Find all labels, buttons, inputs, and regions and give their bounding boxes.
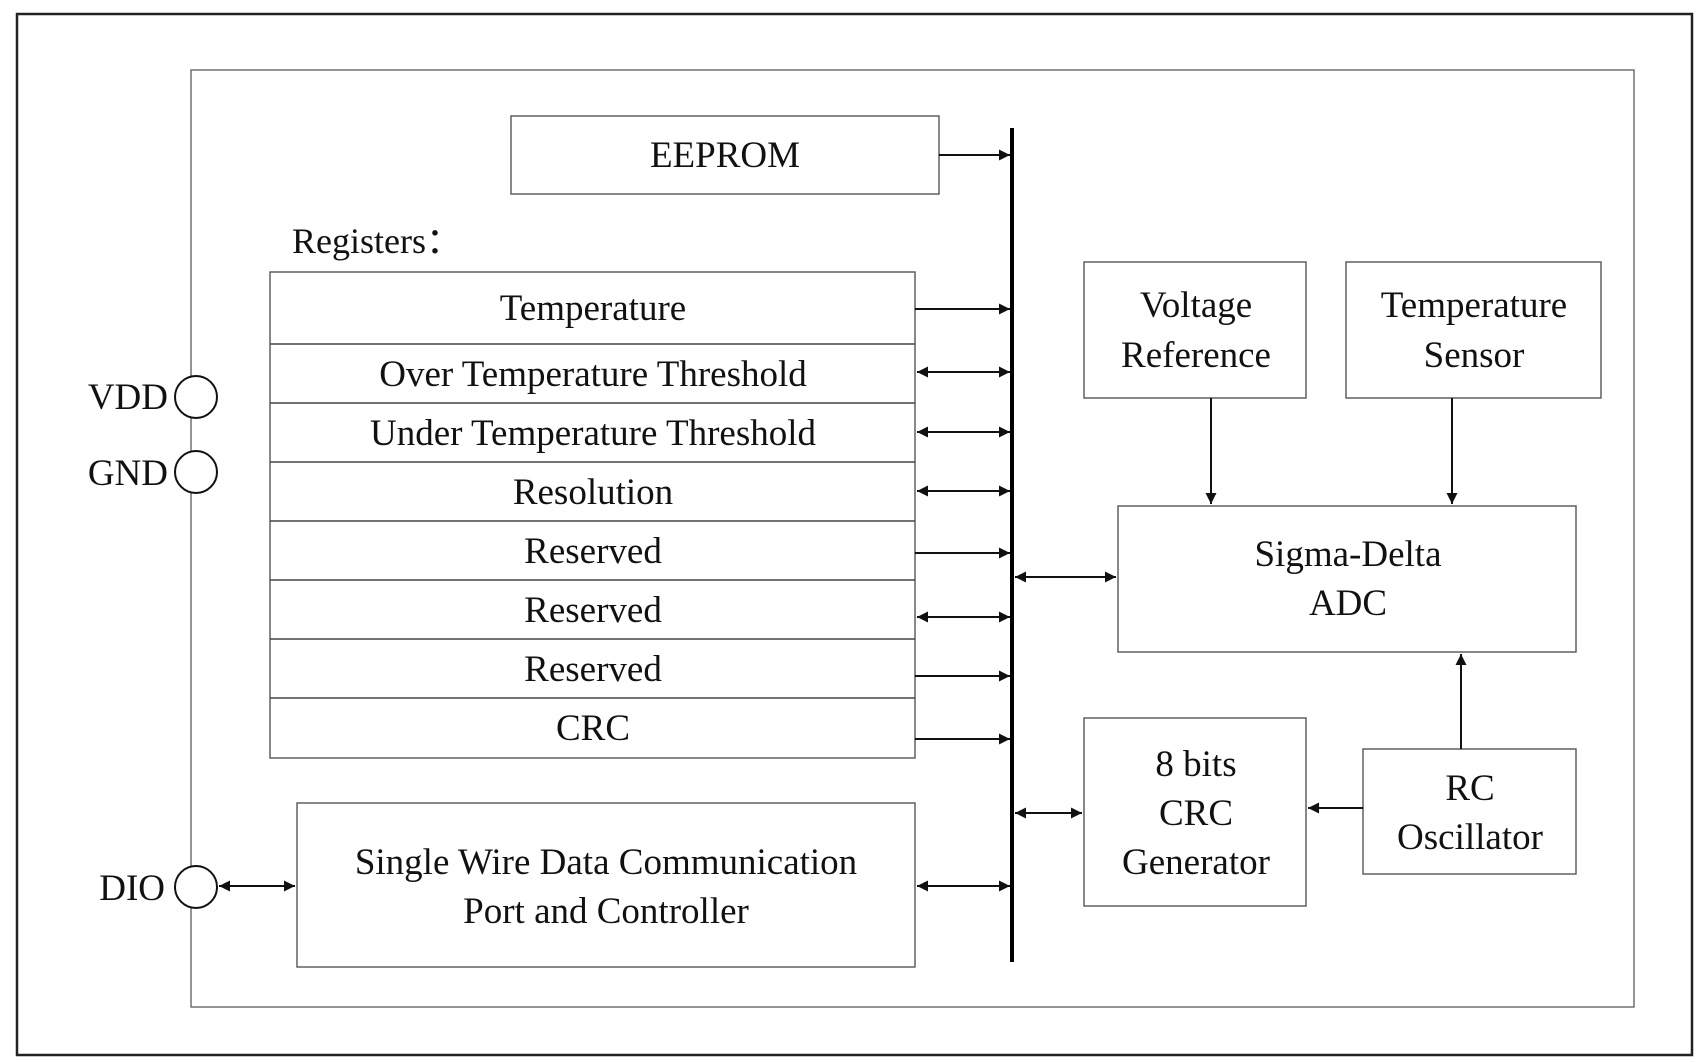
eeprom-label: EEPROM [650, 135, 800, 176]
crc-generator-line-3: Generator [1122, 842, 1270, 883]
adc-line-2: ADC [1309, 583, 1387, 624]
comm-controller-line-2: Port and Controller [463, 891, 749, 932]
pin-dio: DIO [99, 865, 218, 909]
pin-gnd-label: GND [88, 453, 168, 494]
temperature-sensor-line-1: Temperature [1381, 285, 1567, 326]
rc-oscillator-block: RC Oscillator [1362, 748, 1577, 875]
temperature-sensor-block: Temperature Sensor [1345, 261, 1602, 399]
register-resolution: Resolution [513, 472, 673, 513]
adc-line-1: Sigma-Delta [1254, 534, 1441, 575]
pin-vdd-label: VDD [88, 377, 168, 418]
register-crc: CRC [556, 708, 630, 749]
rc-oscillator-line-1: RC [1445, 768, 1494, 809]
register-reserved-2: Reserved [524, 590, 662, 631]
pin-dio-label: DIO [99, 868, 165, 909]
register-temperature: Temperature [500, 288, 686, 329]
register-reserved-1: Reserved [524, 531, 662, 572]
register-under-temperature-threshold: Under Temperature Threshold [370, 413, 817, 454]
pin-vdd: VDD [88, 375, 218, 419]
crc-generator-line-1: 8 bits [1155, 744, 1236, 785]
pin-gnd: GND [88, 450, 218, 494]
crc-generator-line-2: CRC [1159, 793, 1233, 834]
register-table: Temperature Over Temperature Threshold U… [269, 271, 916, 759]
pin-dio-circle [174, 865, 218, 909]
chip-boundary [190, 69, 1635, 1008]
rc-oscillator-line-2: Oscillator [1397, 817, 1543, 858]
pin-vdd-circle [174, 375, 218, 419]
comm-controller-block: Single Wire Data Communication Port and … [296, 802, 916, 968]
eeprom-block: EEPROM [510, 115, 940, 195]
voltage-reference-block: Voltage Reference [1083, 261, 1307, 399]
outer-frame [15, 12, 1694, 1057]
register-over-temperature-threshold: Over Temperature Threshold [379, 354, 807, 395]
voltage-reference-line-2: Reference [1121, 335, 1271, 376]
pin-gnd-circle [174, 450, 218, 494]
register-reserved-3: Reserved [524, 649, 662, 690]
voltage-reference-line-1: Voltage [1140, 285, 1252, 326]
temperature-sensor-line-2: Sensor [1424, 335, 1525, 376]
crc-generator-block: 8 bits CRC Generator [1083, 717, 1307, 907]
registers-heading: Registers： [292, 221, 462, 261]
comm-controller-line-1: Single Wire Data Communication [355, 842, 857, 883]
adc-block: Sigma-Delta ADC [1117, 505, 1577, 653]
